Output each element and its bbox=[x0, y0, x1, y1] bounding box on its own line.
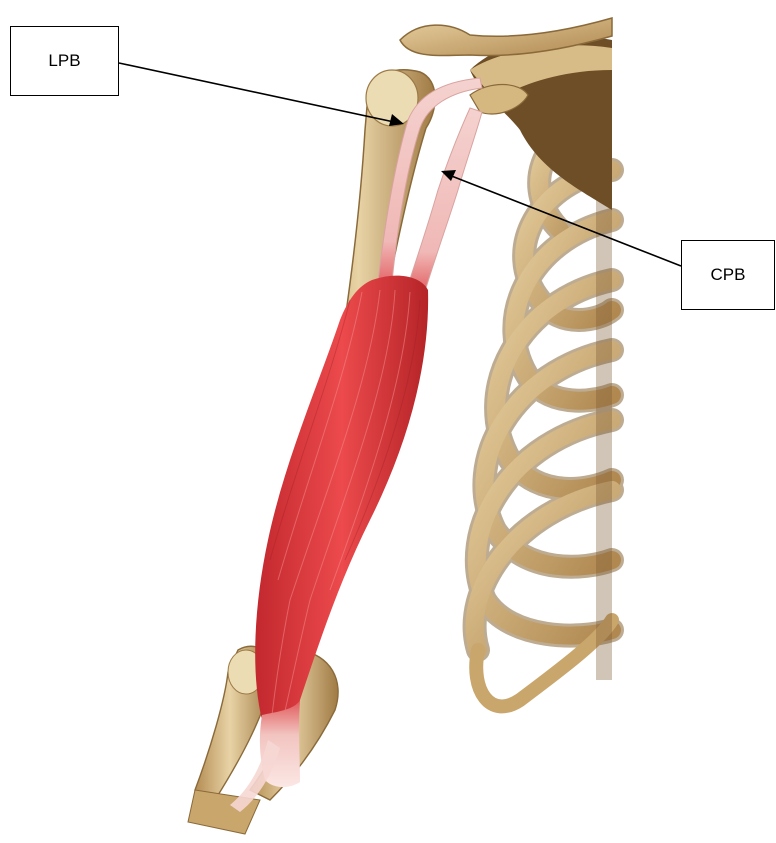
cpb-label-text: CPB bbox=[711, 265, 746, 285]
biceps-muscle-belly bbox=[255, 276, 428, 724]
lpb-label-text: LPB bbox=[48, 51, 80, 71]
lpb-label: LPB bbox=[10, 26, 119, 96]
lpb-arrow-line bbox=[119, 63, 394, 122]
cpb-label: CPB bbox=[681, 240, 775, 310]
